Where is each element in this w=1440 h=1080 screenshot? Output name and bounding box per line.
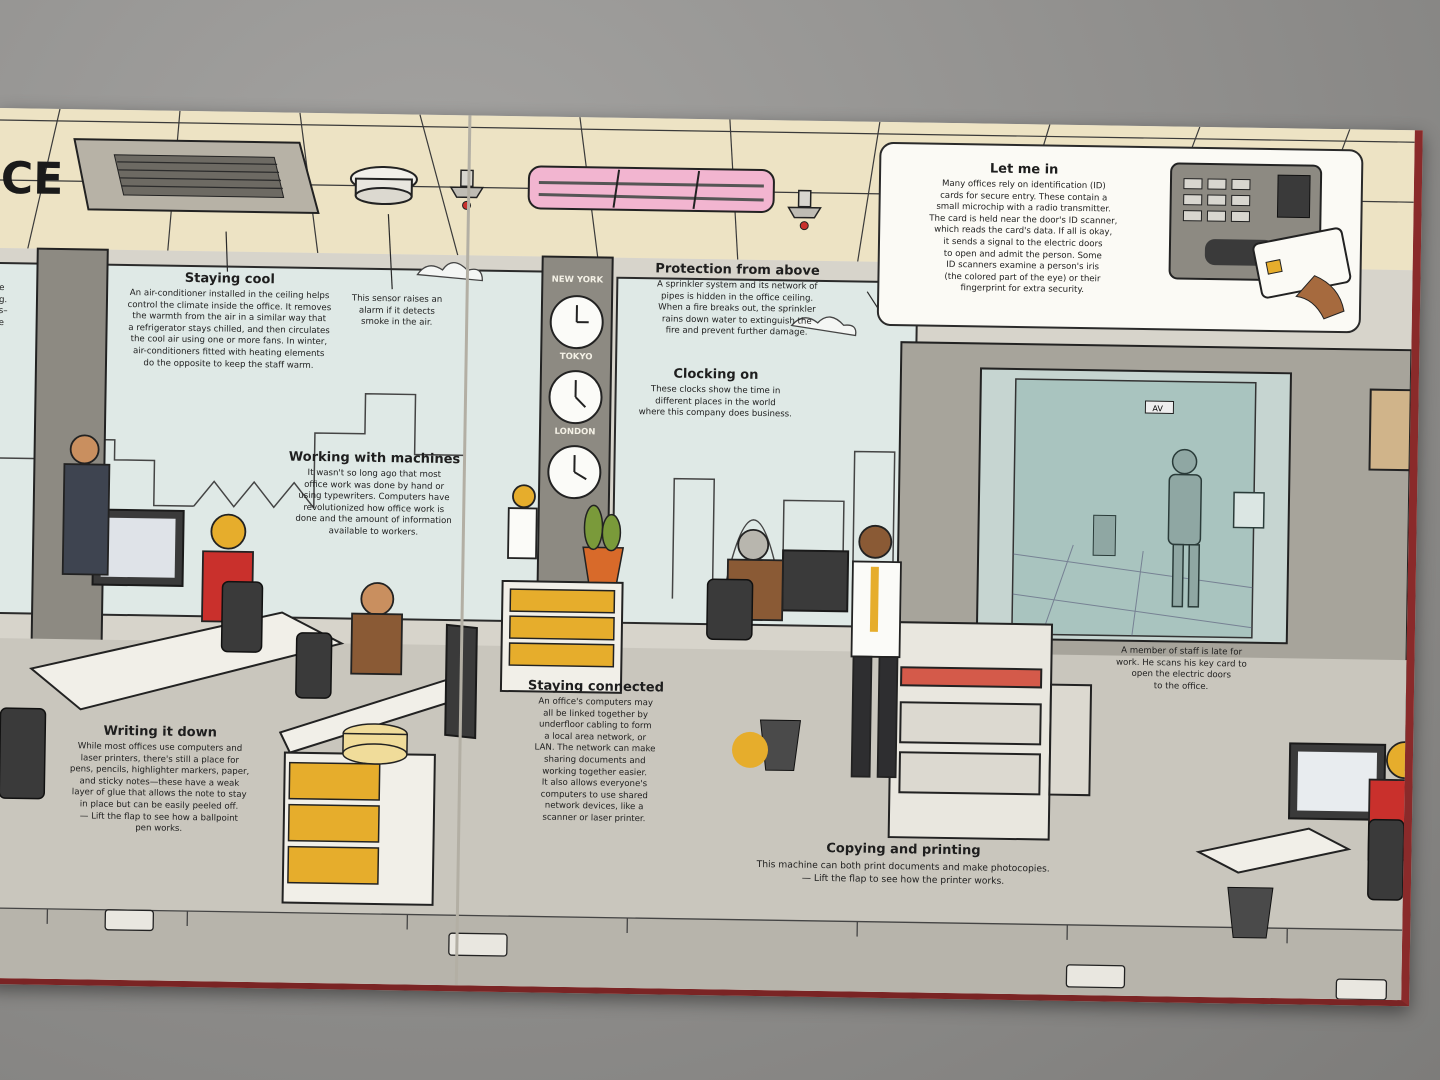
clocking-on-heading: Clocking on [673, 366, 759, 383]
photocopier [887, 621, 1093, 841]
office-desks [28, 579, 1352, 906]
smoke-detector-icon [349, 166, 418, 206]
connected-caption: Staying connected An office's computers … [519, 678, 671, 826]
office-chair-icon [0, 578, 1405, 901]
clock-label-london: LONDON [554, 426, 596, 438]
let-me-in-text: Let me in Many offices rely on identific… [897, 160, 1149, 298]
elevator-sign: AV [1152, 404, 1163, 413]
open-ceiling-pipes [527, 165, 775, 213]
clock-label-new-york: NEW YORK [551, 274, 604, 286]
person-scanning-card [1167, 448, 1265, 608]
potted-cactus [582, 504, 625, 584]
air-conditioner-vent [73, 138, 320, 215]
writing-caption: Writing it down While most offices use c… [64, 723, 256, 837]
staying-cool-heading: Staying cool [184, 270, 275, 288]
book-spread: AV [0, 108, 1423, 1007]
sprinkler-icon-2 [787, 189, 822, 231]
copying-caption: Copying and printing This machine can bo… [743, 840, 1064, 889]
smoke-sensor-caption: This sensor raises an alarm if it detect… [351, 293, 443, 329]
staying-cool-caption: Staying cool An air-conditioner installe… [116, 270, 343, 373]
waste-bin-icon [759, 719, 1274, 939]
clock-label-tokyo: TOKYO [559, 351, 593, 363]
office-illustration: AV [0, 108, 1415, 1001]
left-edge-text: e g. s– e [0, 283, 8, 328]
protection-caption: Protection from above A sprinkler system… [636, 261, 837, 340]
cake [342, 723, 408, 765]
connected-heading: Staying connected [527, 678, 665, 696]
wall-picture [1368, 388, 1412, 472]
id-scanner-icon [1168, 162, 1352, 320]
let-me-in-heading: Let me in [989, 161, 1059, 178]
floor-outlet-icon [104, 909, 1388, 1001]
book-spine [454, 115, 472, 986]
machines-caption: Working with machines It wasn't so long … [283, 450, 464, 540]
lift-flap-tab [732, 731, 769, 768]
late-staff-caption: A member of staff is late for work. He s… [1115, 645, 1247, 692]
clock-icon [547, 295, 604, 500]
clocking-on-caption: Clocking on These clocks show the time i… [620, 366, 811, 422]
let-me-in-card: Let me in Many offices rely on identific… [876, 141, 1364, 334]
page-title: CE [0, 153, 64, 205]
machines-heading: Working with machines [288, 449, 461, 468]
writing-heading: Writing it down [103, 723, 218, 741]
protection-heading: Protection from above [655, 261, 820, 279]
